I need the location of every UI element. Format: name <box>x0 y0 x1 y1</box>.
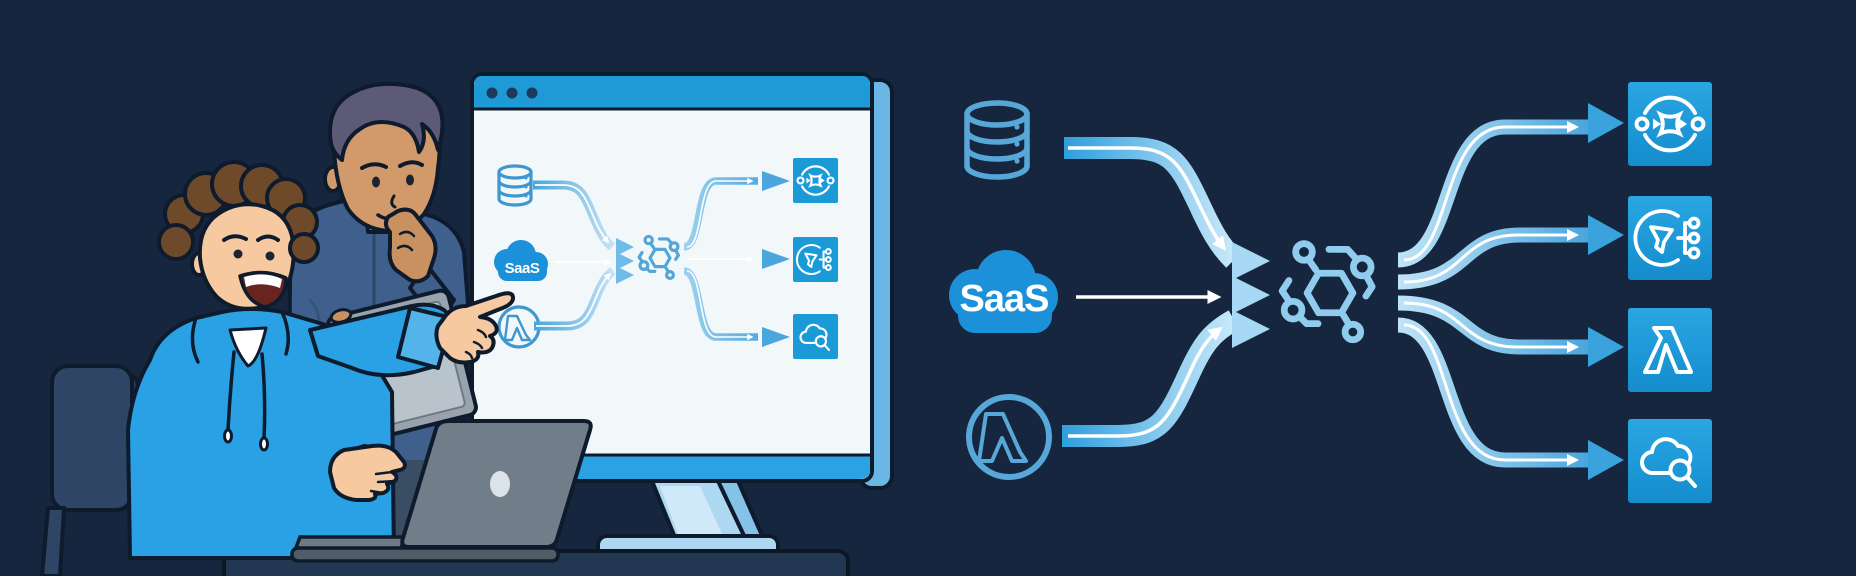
arrowhead <box>1588 103 1624 143</box>
seated-person-pointing-hand <box>434 291 516 365</box>
incoming-arrows <box>1062 137 1270 447</box>
destination-tiles <box>1628 82 1712 503</box>
laptop <box>290 419 593 563</box>
eventbridge-tile <box>1628 82 1712 166</box>
standing-person-eye <box>372 176 380 188</box>
seated-person-hair-side <box>157 223 320 264</box>
titlebar-dot <box>506 87 518 99</box>
screen-diagram: SaaS <box>494 158 838 359</box>
seated-person-eye <box>265 251 275 261</box>
arrowhead <box>1232 242 1270 280</box>
saas-cloud: SaaS <box>949 250 1058 333</box>
saas-label-screen: SaaS <box>505 260 540 277</box>
typing-hand <box>328 443 407 502</box>
arrowhead <box>1232 276 1270 314</box>
screen-destination-tiles <box>793 158 838 359</box>
arrowhead <box>1588 440 1624 480</box>
screen-arrows-out <box>682 171 790 347</box>
seated-person-tshirt <box>228 326 268 368</box>
laptop-logo <box>490 471 510 497</box>
saas-label-diagram: SaaS <box>960 278 1049 320</box>
standing-person-hair <box>328 81 445 162</box>
arrowhead <box>1588 215 1624 255</box>
screen-arrows-in <box>533 180 634 331</box>
screen-database-icon <box>497 164 533 207</box>
outgoing-arrows <box>1397 103 1624 480</box>
screen-saas-cloud: SaaS <box>494 240 548 281</box>
seated-person-typing-hand <box>328 443 407 502</box>
arrowhead <box>1588 327 1624 367</box>
flow-diagram: SaaS <box>949 82 1712 503</box>
lambda-icon <box>966 394 1052 480</box>
laptop-base <box>290 546 560 563</box>
seated-person-eye <box>233 249 243 259</box>
standing-person-chin-hand <box>383 207 438 284</box>
arrowhead <box>1232 310 1270 348</box>
seated-person <box>126 160 516 560</box>
seated-person-hoodie <box>126 307 396 560</box>
filter-fanout-tile <box>1628 196 1712 280</box>
monitor: SaaS <box>470 72 894 560</box>
window-titlebar <box>474 76 870 109</box>
standing-person-eye <box>406 174 414 186</box>
titlebar-dot <box>526 87 538 99</box>
titlebar-dot <box>486 87 498 99</box>
database-icon <box>964 100 1030 180</box>
